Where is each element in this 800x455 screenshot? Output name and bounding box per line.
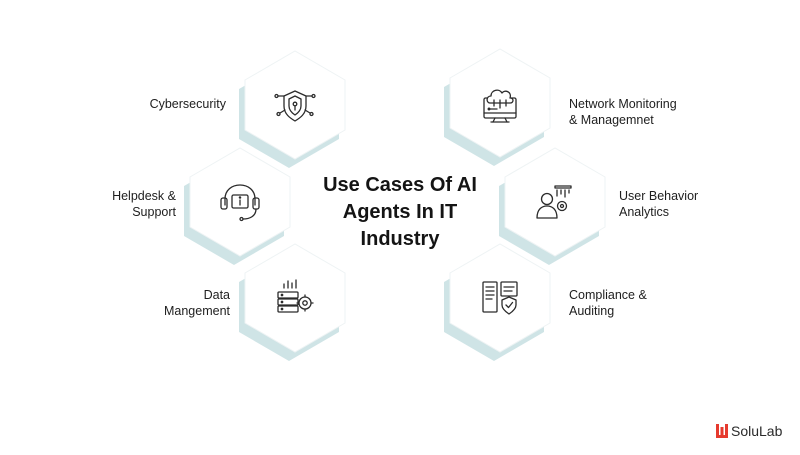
solulab-logo[interactable]: SoluLab (716, 423, 782, 439)
document-shield-icon (482, 281, 518, 315)
label-user-behavior-analytics: User Behavior Analytics (619, 189, 699, 219)
logo-text: SoluLab (731, 423, 783, 439)
hex-network (444, 48, 551, 166)
data-gear-icon (277, 279, 314, 313)
hex-user-behavior (499, 147, 606, 265)
cloud-monitor-icon (483, 89, 517, 123)
hex-compliance (444, 243, 551, 361)
hex-data (239, 243, 346, 361)
solulab-logo-icon (716, 424, 728, 438)
user-chart-icon (536, 185, 572, 219)
label-data-management: Data Mangement (163, 288, 230, 318)
hex-helpdesk (184, 147, 291, 265)
headset-info-icon (220, 184, 260, 222)
label-compliance-auditing: Compliance & Auditing (569, 288, 647, 318)
label-helpdesk-support: Helpdesk & Support (112, 189, 176, 219)
shield-lock-icon (274, 90, 316, 122)
diagram-title: Use Cases Of AI Agents In IT Industry (323, 174, 477, 250)
label-network-monitoring: Network Monitoring & Managemnet (569, 97, 677, 127)
hex-cybersecurity (239, 50, 346, 168)
label-cybersecurity: Cybersecurity (149, 97, 226, 111)
